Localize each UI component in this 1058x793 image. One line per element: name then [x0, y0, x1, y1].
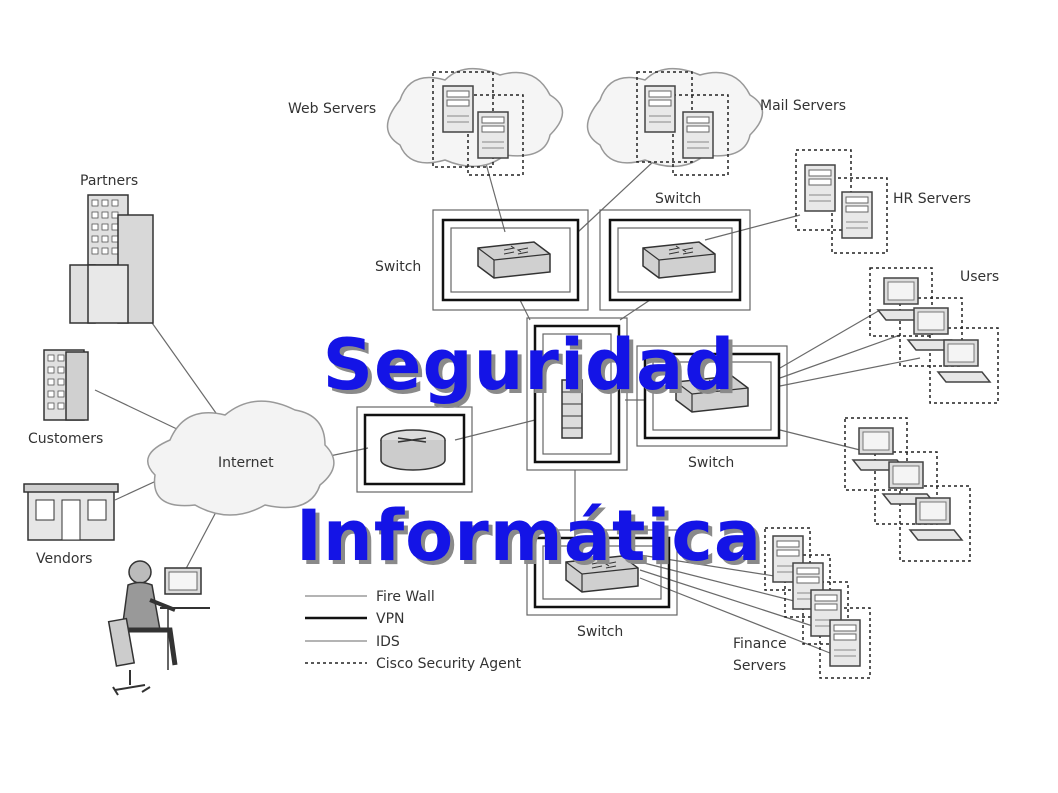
hr-servers-label: HR Servers [893, 191, 971, 207]
firewall-appliance [526, 317, 628, 471]
legend: Fire Wall VPN IDS Cisco Security Agent [305, 589, 522, 672]
internet-cloud [146, 400, 335, 516]
switch-bottom [526, 529, 678, 616]
switch-top [599, 209, 751, 311]
legend-ids-label: IDS [376, 634, 400, 650]
users-group-bottom [844, 417, 971, 562]
web-servers-group [386, 67, 564, 176]
mail-servers-group [586, 67, 764, 176]
diagram-labels: Web Servers Mail Servers HR Servers User… [28, 98, 999, 674]
title-line-2: Informática [295, 495, 763, 577]
internet-label: Internet [218, 455, 274, 471]
partners-building [69, 194, 154, 324]
legend-vpn-label: VPN [376, 611, 405, 627]
users-group-top [869, 267, 999, 404]
title-line-2-wrap: Informática [0, 495, 1058, 577]
title-line-1: Seguridad [322, 324, 736, 406]
title-line-1-wrap: Seguridad [0, 324, 1058, 406]
legend-csa-label: Cisco Security Agent [376, 656, 522, 672]
switch-right-label: Switch [688, 455, 734, 471]
web-servers-label: Web Servers [288, 101, 376, 117]
switch-top-label: Switch [655, 191, 701, 207]
finance-label-line2: Servers [733, 658, 786, 674]
remote-user-figure [107, 560, 210, 696]
customers-label: Customers [28, 431, 103, 447]
mail-servers-label: Mail Servers [760, 98, 846, 114]
vendors-label: Vendors [36, 551, 92, 567]
users-label: Users [960, 269, 999, 285]
switch-left-label: Switch [375, 259, 421, 275]
finance-servers-group [764, 527, 871, 679]
partners-label: Partners [80, 173, 138, 189]
switch-bottom-label: Switch [577, 624, 623, 640]
hr-servers-group [795, 149, 888, 254]
switch-left [432, 209, 589, 311]
switch-right [636, 345, 788, 447]
finance-label-line1: Finance [733, 636, 787, 652]
router [356, 406, 473, 493]
vendors-store [23, 483, 119, 541]
legend-firewall-label: Fire Wall [376, 589, 435, 605]
customers-building [43, 349, 89, 421]
